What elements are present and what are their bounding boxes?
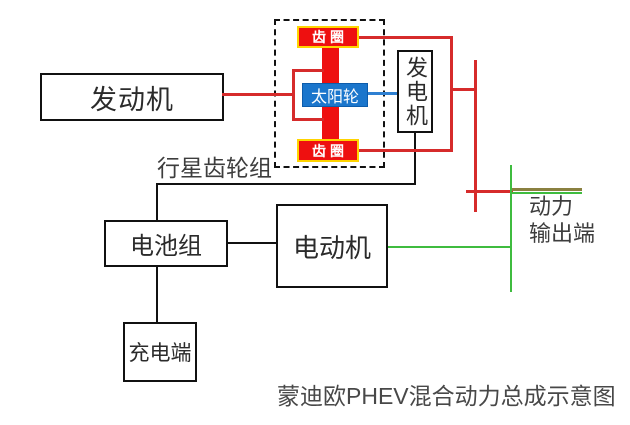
ring-gear-bracket-vertical (450, 36, 453, 152)
combined-output-line (512, 188, 582, 191)
power-output-label-line2: 输出端 (529, 220, 596, 246)
sun-gear-box: 太阳轮 (302, 83, 368, 107)
ring-gear-top-box: 齿圈 (297, 26, 359, 48)
battery-to-motor-line (228, 242, 276, 244)
motor-box: 电动机 (276, 204, 388, 288)
engine-box: 发动机 (40, 73, 224, 121)
carrier-stub-bottom (292, 118, 324, 121)
motor-label: 电动机 (292, 232, 371, 263)
ring-gear-top-line (359, 36, 453, 39)
power-output-label: 动力 输出端 (529, 194, 595, 248)
battery-label: 电池组 (130, 233, 202, 260)
battery-top-line (156, 184, 158, 220)
generator-box: 发电机 (397, 50, 433, 133)
sun-gear-label: 太阳轮 (310, 89, 359, 106)
carrier-stub-top (292, 69, 324, 72)
generator-to-battery-line-horizontal (156, 183, 416, 185)
engine-to-carrier-line (222, 93, 294, 96)
bracket-to-shaft-connector (452, 88, 477, 91)
engine-label: 发动机 (90, 84, 174, 115)
electric-output-line (512, 192, 582, 194)
battery-box: 电池组 (104, 220, 228, 267)
shaft-to-output-line (466, 190, 513, 193)
battery-to-charger-line (156, 267, 158, 322)
charger-box: 充电端 (123, 322, 197, 382)
charger-label: 充电端 (128, 342, 192, 365)
ring-gear-bottom-box: 齿圈 (297, 139, 359, 162)
ring-gear-bottom-line (359, 149, 453, 152)
mechanical-shaft-vertical (474, 60, 477, 212)
sun-gear-to-generator-line (368, 92, 398, 95)
power-output-label-line1: 动力 (529, 194, 574, 219)
ring-gear-top-label: 齿圈 (312, 29, 348, 45)
output-axle-vertical (510, 165, 512, 292)
ring-gear-bottom-label: 齿圈 (312, 142, 348, 159)
planetary-group-label: 行星齿轮组 (157, 155, 272, 181)
diagram-caption: 蒙迪欧PHEV混合动力总成示意图 (277, 383, 616, 409)
carrier-bracket-vertical (292, 69, 295, 121)
generator-to-battery-line-vertical (414, 133, 416, 184)
generator-label: 发电机 (403, 55, 428, 128)
motor-output-line (388, 246, 512, 248)
